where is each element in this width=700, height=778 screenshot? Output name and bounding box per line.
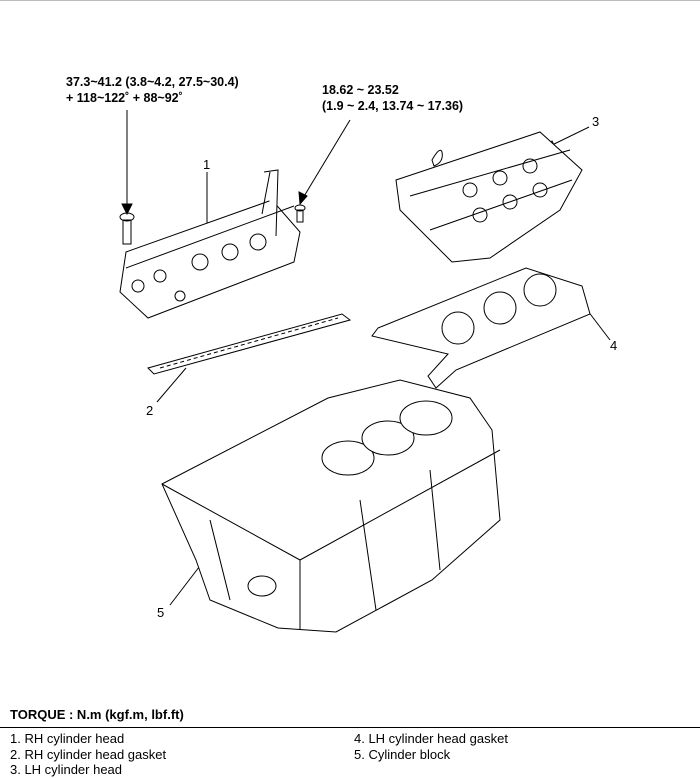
callout-5: 5	[157, 605, 165, 620]
lh-head-gasket-drawing	[371, 267, 591, 389]
legend-item: 4. LH cylinder head gasket	[354, 731, 508, 746]
engine-exploded-diagram	[119, 110, 611, 633]
legend-column-left: 1. RH cylinder head 2. RH cylinder head …	[10, 731, 166, 778]
leader-line-3	[547, 126, 590, 148]
torque-spec-small-bolt: 18.62 ~ 23.52 (1.9 ~ 2.4, 13.74 ~ 17.36)	[322, 82, 463, 114]
torque-spec-line: 37.3~41.2 (3.8~4.2, 27.5~30.4)	[66, 75, 239, 89]
callout-1: 1	[203, 157, 211, 172]
cylinder-block-drawing	[161, 379, 501, 633]
torque-units-title: TORQUE : N.m (kgf.m, lbf.ft)	[10, 707, 184, 722]
legend-item: 3. LH cylinder head	[10, 762, 123, 777]
small-bolt-icon	[294, 204, 306, 223]
arrowhead	[298, 191, 308, 206]
head-bolt-icon	[119, 212, 135, 245]
rh-cylinder-head-drawing	[119, 169, 301, 319]
legend-item: 2. RH cylinder head gasket	[10, 746, 167, 762]
arrowhead	[121, 203, 133, 216]
legend-item: 5. Cylinder block	[354, 746, 451, 762]
top-divider	[0, 0, 700, 1]
torque-spec-rh-head-bolt: 37.3~41.2 (3.8~4.2, 27.5~30.4) + 118~122…	[66, 74, 239, 106]
lh-cylinder-head-drawing	[395, 131, 583, 263]
leader-line-2	[156, 367, 187, 403]
legend-column-right: 4. LH cylinder head gasket 5. Cylinder b…	[354, 731, 508, 762]
legend-divider	[0, 727, 700, 728]
callout-2: 2	[146, 403, 154, 418]
torque-spec-line: + 118~122˚ + 88~92˚	[66, 91, 183, 105]
legend-item: 1. RH cylinder head	[10, 731, 125, 746]
callout-3: 3	[592, 114, 600, 129]
leader-arrow-torque-2	[302, 119, 351, 199]
torque-spec-line: (1.9 ~ 2.4, 13.74 ~ 17.36)	[322, 99, 464, 113]
torque-spec-line: 18.62 ~ 23.52	[322, 83, 399, 97]
callout-4: 4	[610, 338, 618, 353]
rh-head-gasket-drawing	[147, 313, 352, 375]
